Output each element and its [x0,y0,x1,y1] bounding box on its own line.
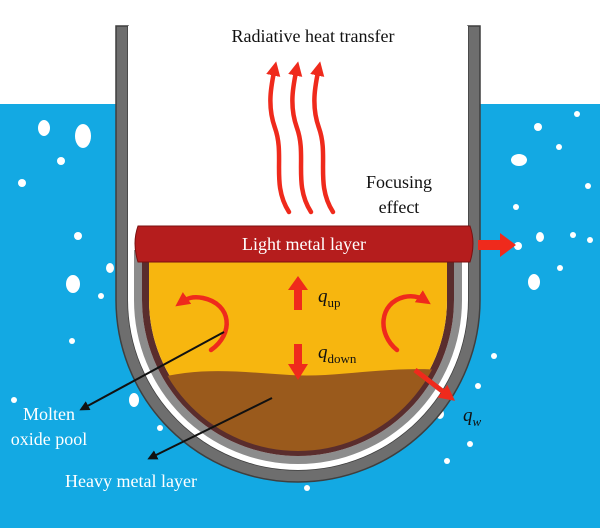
q-w-label: qw [463,405,482,429]
bubble [587,237,593,243]
bubble [129,393,139,407]
bubble [157,425,163,431]
bubble [557,265,563,271]
bubble [570,232,576,238]
bubble [513,204,519,210]
bubble [475,383,481,389]
q-down-arrow [288,344,308,380]
circulation-left [175,292,229,353]
bubble [528,274,540,290]
bubble [11,397,17,403]
q-down-label: qdown [318,342,357,366]
bubble [444,458,450,464]
focusing-label-line1: Focusing [366,172,432,192]
bubble [38,120,50,136]
molten-label-line2: oxide pool [11,429,88,449]
bubble [304,485,310,491]
q-w-arrow [413,368,456,401]
circulation-right [381,290,431,353]
light-metal-band [134,225,474,263]
circulation-arrows [175,290,431,353]
bubble [57,157,65,165]
bubble [536,232,544,242]
molten-label-line1: Molten [23,404,75,424]
bubbles [11,111,593,491]
molten-pointer-arrow [79,331,225,411]
wavy-arrow-2 [288,61,314,215]
radiative-arrows [266,61,336,215]
q-up-arrow [288,276,308,310]
light-metal-label: Light metal layer [242,234,366,254]
bubble [69,338,75,344]
bubble [534,123,542,131]
heavy-metal-label: Heavy metal layer [65,471,197,491]
heavy-metal-pointer-arrow [147,397,273,460]
bubble [585,183,591,189]
bubble [511,154,527,166]
bubble [491,353,497,359]
bubble [556,144,562,150]
bubble [514,242,522,250]
q-up-label: qup [318,286,341,310]
radiative-label: Radiative heat transfer [232,26,395,46]
bubble [66,275,80,293]
wavy-arrow-1 [266,61,292,215]
focusing-arrow [478,233,516,257]
bubble [467,441,473,447]
bubble [574,111,580,117]
bubble [75,124,91,148]
bubble [18,179,26,187]
bubble [98,293,104,299]
focusing-label-line2: effect [379,197,420,217]
bubble [106,263,114,273]
wavy-arrow-3 [310,61,336,215]
bubble [74,232,82,240]
